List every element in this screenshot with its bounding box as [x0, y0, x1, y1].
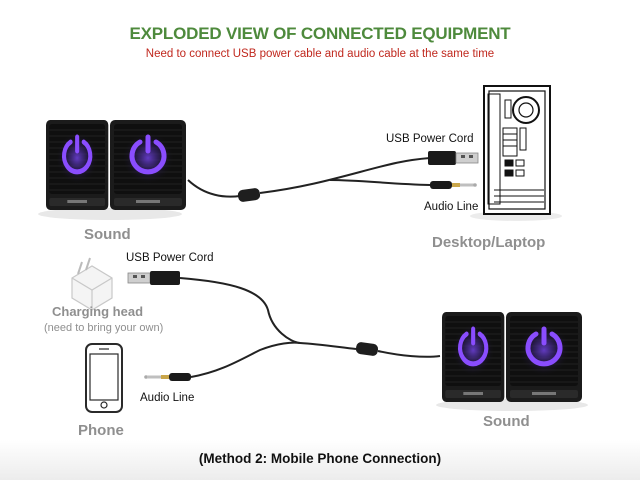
- desktop-laptop-label: Desktop/Laptop: [432, 234, 546, 251]
- charging-head-label: Charging head: [52, 304, 144, 319]
- sound-label-top: Sound: [84, 226, 131, 243]
- method-caption: (Method 2: Mobile Phone Connection): [198, 451, 442, 466]
- phone-label: Phone: [78, 422, 124, 439]
- charging-head-icon: [71, 257, 113, 311]
- usb-power-cord-label-top: USB Power Cord: [386, 133, 474, 145]
- audio-line-label-top: Audio Line: [424, 201, 479, 213]
- phone-icon: [85, 343, 123, 413]
- audio-jack-top: [430, 181, 477, 189]
- inline-control-bottom: [355, 342, 379, 356]
- diagram-subtitle: Need to connect USB power cable and audi…: [145, 48, 495, 60]
- audio-jack-bottom: [144, 373, 191, 381]
- inline-control-top: [237, 188, 261, 202]
- computer-tower: [470, 85, 562, 221]
- usb-plug-top: [428, 151, 479, 165]
- usb-plug-bottom: [127, 271, 180, 285]
- usb-power-cord-label-bottom: USB Power Cord: [126, 252, 214, 264]
- charging-head-note: (need to bring your own): [44, 322, 164, 334]
- speaker-pair-bottom: [436, 312, 588, 411]
- speaker-pair-top: [38, 120, 186, 220]
- diagram-title: EXPLODED VIEW OF CONNECTED EQUIPMENT: [129, 24, 511, 43]
- sound-label-bottom: Sound: [483, 413, 530, 430]
- audio-line-label-bottom: Audio Line: [140, 392, 195, 404]
